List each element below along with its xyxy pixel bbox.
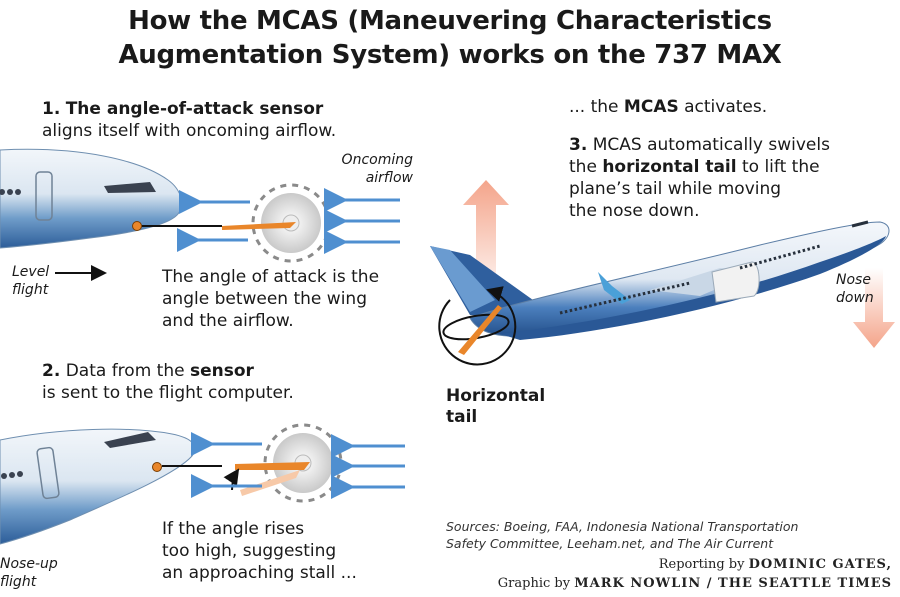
step-1: 1. The angle-of-attack sensor aligns its… [42, 98, 336, 142]
horizontal-tail-label: Horizontal tail [446, 386, 546, 427]
step-2-number: 2. [42, 361, 61, 381]
page-title: How the MCAS (Maneuvering Characteristic… [0, 4, 900, 72]
cockpit-window [104, 182, 156, 193]
title-line-2: Augmentation System) works on the 737 MA… [118, 40, 782, 70]
engine [711, 261, 760, 303]
level-flight-label: Level flight [12, 264, 50, 298]
door [35, 171, 53, 221]
level-flight-plane [0, 148, 183, 249]
step-3-number: 3. [569, 135, 588, 155]
credit-reporting: Reporting by DOMINIC GATES, [658, 557, 892, 572]
max-plane [430, 220, 890, 366]
step-1-number: 1. [42, 99, 61, 119]
cockpit-window-2 [104, 432, 156, 448]
step-2: 2. Data from the sensor is sent to the f… [42, 361, 294, 403]
step-2-line-2: is sent to the flight computer. [42, 383, 294, 403]
nose-up-plane [0, 428, 196, 545]
nose-down-arrow [853, 268, 895, 348]
step-1-bold: The angle-of-attack sensor [65, 99, 324, 119]
angle-of-attack-caption: The angle of attack is the angle between… [162, 267, 380, 331]
sources: Sources: Boeing, FAA, Indonesia National… [446, 519, 799, 551]
step-2-bold: sensor [189, 361, 254, 381]
step-1-line-2: aligns itself with oncoming airflow. [42, 121, 337, 141]
nose-down-label: Nose down [836, 272, 874, 306]
title-line-1: How the MCAS (Maneuvering Characteristic… [128, 6, 772, 36]
oncoming-airflow-label: Oncoming airflow [341, 152, 413, 186]
step-3: 3. MCAS automatically swivels the horizo… [569, 135, 830, 221]
door-2 [36, 446, 60, 500]
airflow-arrows-2 [191, 432, 405, 499]
airflow-arrows-1 [177, 188, 400, 254]
horizontal-stabilizer [458, 305, 502, 355]
credit-graphic: Graphic by MARK NOWLIN / THE SEATTLE TIM… [497, 576, 892, 591]
stall-caption: If the angle rises too high, suggesting … [162, 519, 357, 583]
mcas-activates: ... the MCAS activates. [569, 97, 768, 117]
nose-up-flight-label: Nose-up flight [0, 556, 58, 590]
tail-up-arrow [463, 180, 509, 305]
